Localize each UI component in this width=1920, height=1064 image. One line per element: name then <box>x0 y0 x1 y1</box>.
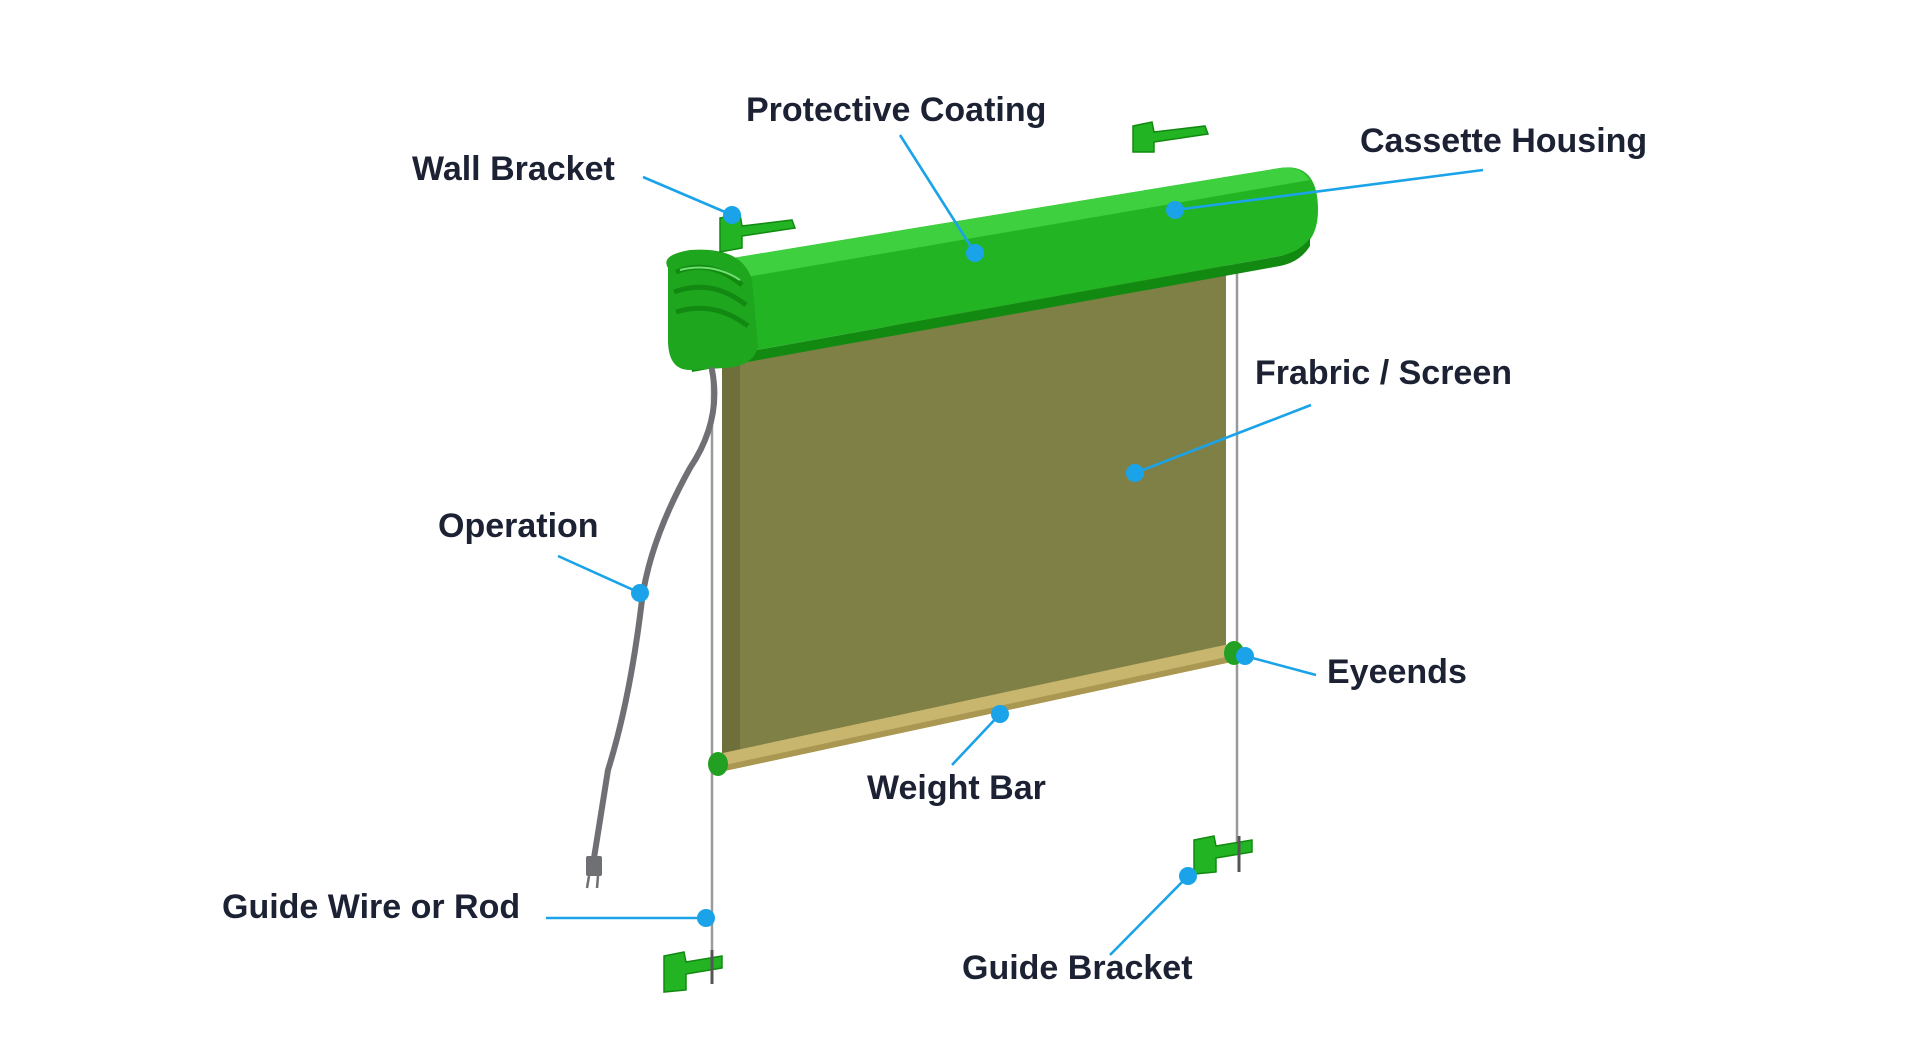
dot-fabric-screen <box>1126 464 1144 482</box>
leader-cassette-housing <box>1174 168 1484 212</box>
cassette-housing <box>666 167 1318 372</box>
leader-protective-coating <box>898 134 977 254</box>
callouts <box>546 134 1484 956</box>
guide-bracket-left <box>663 951 723 993</box>
leader-guide-bracket <box>1109 875 1189 956</box>
leader-operation <box>557 554 641 595</box>
label-wall-bracket: Wall Bracket <box>412 150 615 188</box>
label-cassette-housing: Cassette Housing <box>1360 122 1648 160</box>
dot-eyeends <box>1236 647 1254 665</box>
power-plug <box>586 856 602 876</box>
label-guide-wire-or-rod: Guide Wire or Rod <box>222 888 521 926</box>
leader-wall-bracket <box>642 175 733 217</box>
leader-eyeends <box>1244 654 1317 677</box>
dot-weight-bar <box>991 705 1009 723</box>
fabric-screen <box>722 254 1226 758</box>
label-operation: Operation <box>438 507 599 545</box>
dot-operation <box>631 584 649 602</box>
weight-bar <box>708 641 1244 776</box>
guide-bracket-right <box>1193 835 1253 875</box>
guide-wires <box>710 255 1239 960</box>
dot-protective-coating <box>966 244 984 262</box>
wall-bracket-right <box>1132 121 1210 153</box>
dot-guide-bracket <box>1179 867 1197 885</box>
label-fabric-screen: Frabric / Screen <box>1255 354 1513 392</box>
dot-guide-wire-or-rod <box>697 909 715 927</box>
dot-wall-bracket <box>723 206 741 224</box>
fabric-shade <box>722 358 740 758</box>
label-guide-bracket: Guide Bracket <box>962 949 1193 987</box>
leader-weight-bar <box>951 713 1001 766</box>
power-cable <box>585 367 718 889</box>
label-eyeends: Eyeends <box>1327 653 1467 691</box>
label-weight-bar: Weight Bar <box>867 769 1046 807</box>
leader-fabric-screen <box>1134 403 1312 475</box>
fabric-panel <box>722 254 1226 758</box>
label-protective-coating: Protective Coating <box>746 91 1047 129</box>
dot-cassette-housing <box>1166 201 1184 219</box>
guide-brackets <box>663 835 1253 993</box>
eyeend-left <box>708 752 728 776</box>
